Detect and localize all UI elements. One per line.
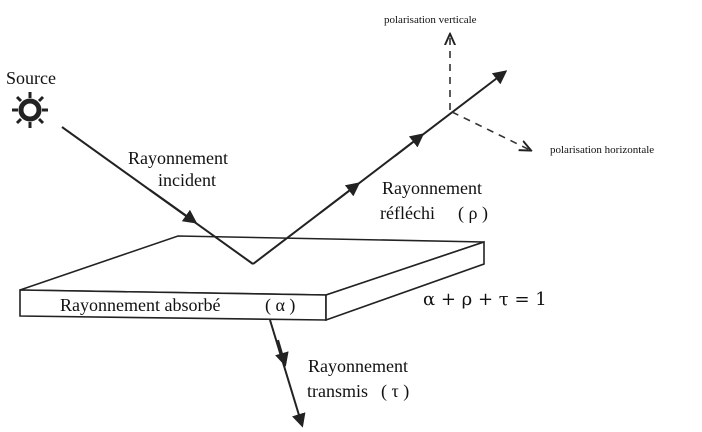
reflected-label-line1: Rayonnement xyxy=(382,178,482,198)
reflected-symbol: ( ρ ) xyxy=(458,203,488,224)
reflected-ray-arrow xyxy=(319,182,361,214)
incident-ray-arrow xyxy=(149,189,198,224)
transmitted-ray-arrow xyxy=(275,339,289,367)
absorbed-symbol: ( α ) xyxy=(265,295,295,316)
transmitted-symbol: ( τ ) xyxy=(381,381,409,402)
vertical-polarisation-label: polarisation verticale xyxy=(384,14,477,26)
material-slab xyxy=(19,235,485,322)
sun-icon xyxy=(12,92,48,128)
reflected-label-line2: réfléchi xyxy=(380,203,435,223)
transmitted-ray xyxy=(269,319,306,428)
transmitted-label-line2: transmis xyxy=(307,381,368,401)
source-label: Source xyxy=(6,68,56,88)
absorbed-label: Rayonnement absorbé xyxy=(60,295,220,315)
incident-label-line1: Rayonnement xyxy=(128,148,228,168)
transmitted-label-line1: Rayonnement xyxy=(308,356,408,376)
reflected-ray xyxy=(252,70,508,265)
conservation-equation: α + ρ + τ = 1 xyxy=(423,289,547,310)
horizontal-polarisation-label: polarisation horizontale xyxy=(550,144,654,156)
reflected-ray-arrow-2 xyxy=(394,133,425,157)
slab-side-face xyxy=(325,240,485,322)
incident-label-line2: incident xyxy=(158,170,216,190)
horizontal-polarisation-arrow xyxy=(451,111,530,150)
